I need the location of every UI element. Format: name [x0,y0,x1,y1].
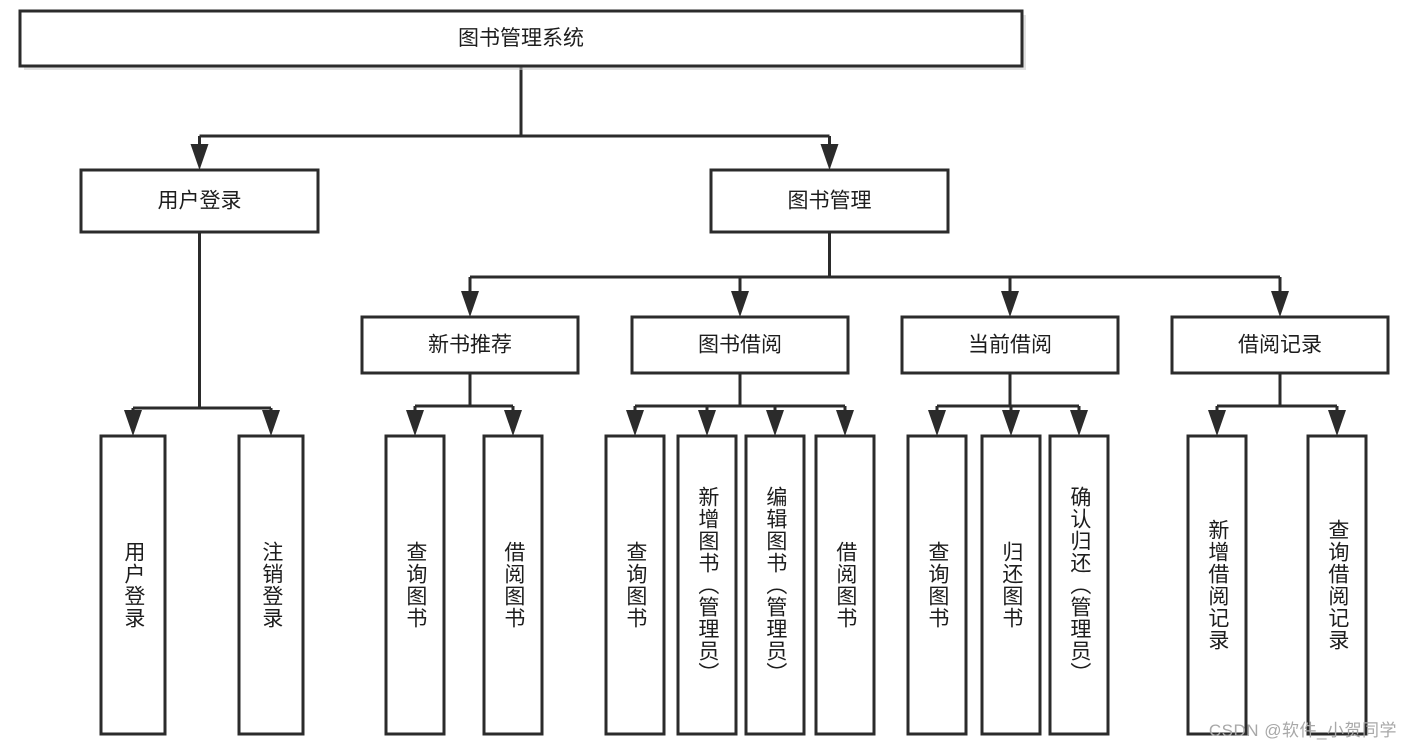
leaf-leaf-query-book-cur[interactable] [906,434,968,736]
book-borrow-to-leaves-arrow-0 [626,410,644,436]
leaf-leaf-logout[interactable] [237,434,305,736]
current-borrow-to-leaves-arrow-2 [1070,410,1088,436]
leaf-leaf-query-book-borrow[interactable] [604,434,666,736]
node-current-borrow-label: 当前借阅 [968,334,1052,357]
node-new-book-rec[interactable] [360,315,580,375]
leaf-leaf-return-book[interactable] [980,434,1042,736]
book-borrow-to-leaves-arrow-2 [766,410,784,436]
node-book-manage[interactable] [709,168,950,234]
current-borrow-to-leaves-arrow-0 [928,410,946,436]
book-borrow-to-leaves-arrow-1 [698,410,716,436]
book-borrow-to-leaves-arrow-3 [836,410,854,436]
connectors-layer [124,66,1346,436]
user-login-to-leaves-arrow-0 [124,410,142,436]
node-user-login[interactable] [79,168,320,234]
leaf-leaf-user-login[interactable] [99,434,167,736]
root-to-level1-arrow-0 [190,144,209,170]
leaf-leaf-query-record[interactable] [1306,434,1368,736]
node-new-book-rec-label: 新书推荐 [428,334,512,357]
node-book-borrow[interactable] [630,315,850,375]
node-user-login-label: 用户登录 [158,190,242,213]
leaf-leaf-confirm-return[interactable] [1048,434,1110,736]
node-root-label: 图书管理系统 [458,27,584,50]
borrow-record-to-leaves-arrow-1 [1328,410,1346,436]
bookmanage-to-level2-arrow-2 [1001,291,1019,317]
node-borrow-record[interactable] [1170,315,1390,375]
node-borrow-record-label: 借阅记录 [1238,334,1322,357]
node-book-manage-label: 图书管理 [788,190,872,213]
current-borrow-to-leaves-arrow-1 [1002,410,1020,436]
leaf-leaf-borrow-book[interactable] [814,434,876,736]
new-book-rec-to-leaves-arrow-1 [504,410,522,436]
bookmanage-to-level2-arrow-3 [1271,291,1289,317]
node-book-borrow-label: 图书借阅 [698,334,782,357]
bookmanage-to-level2-arrow-1 [731,291,749,317]
user-login-to-leaves-arrow-1 [262,410,280,436]
leaf-leaf-edit-book[interactable] [744,434,806,736]
leaf-leaf-add-record[interactable] [1186,434,1248,736]
root-to-level1-arrow-1 [820,144,839,170]
bookmanage-to-level2-arrow-0 [461,291,479,317]
leaf-leaf-borrow-book-rec[interactable] [482,434,544,736]
new-book-rec-to-leaves-arrow-0 [406,410,424,436]
leaf-leaf-add-book[interactable] [676,434,738,736]
borrow-record-to-leaves-arrow-0 [1208,410,1226,436]
leaf-leaf-query-book-rec[interactable] [384,434,446,736]
node-root-book-system[interactable] [18,9,1024,68]
node-current-borrow[interactable] [900,315,1120,375]
